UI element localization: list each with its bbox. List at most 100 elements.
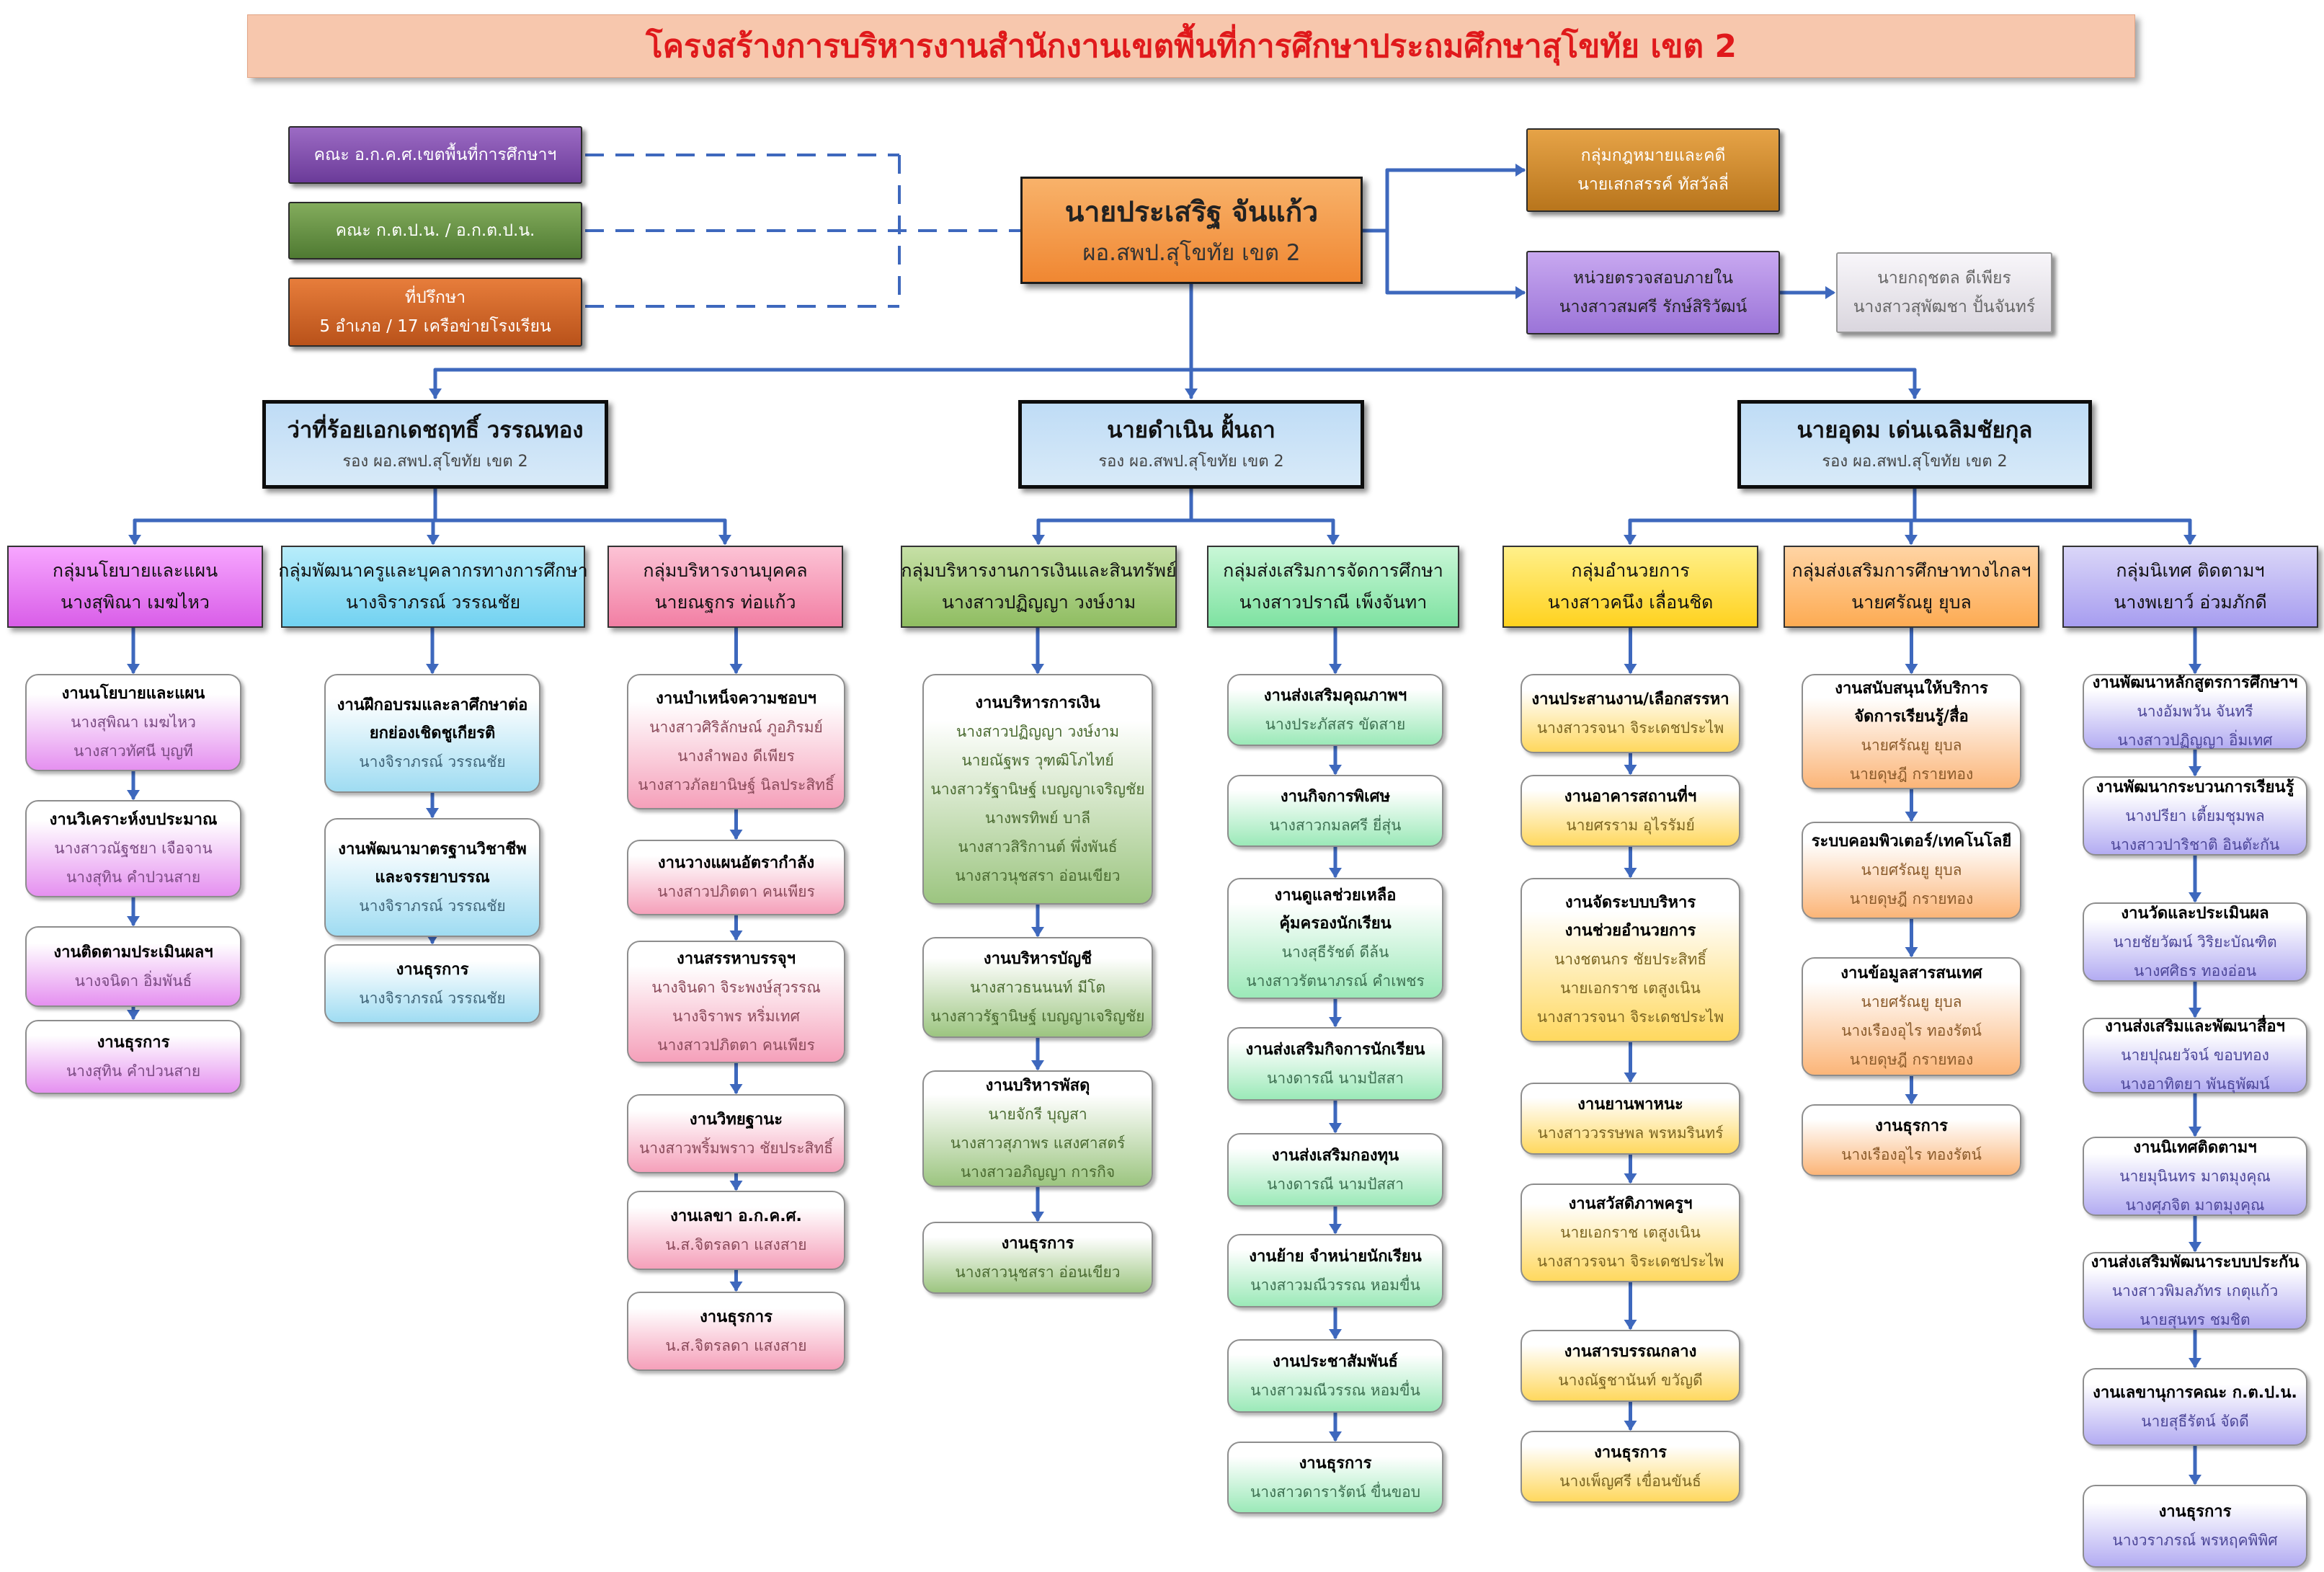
job-staff-name: นางปรียา เตี้ยมชุมพล [2125, 807, 2265, 825]
job-staff-name: นางจิราภรณ์ วรรณชัย [359, 897, 506, 915]
group-head: นายณฐกร ท่อแก้ว [654, 592, 796, 613]
job-title: งานธุรการ [700, 1307, 773, 1326]
advisor-box: ที่ปรึกษา 5 อำเภอ / 17 เครือข่ายโรงเรียน [288, 277, 582, 347]
job-staff-name: นางเพ็ญศรี เขื่อนขันธ์ [1559, 1472, 1701, 1490]
job-box: งานสรรหาบรรจุฯนางจินดา จิระพงษ์สุวรรณนาง… [627, 941, 845, 1063]
job-title: งานธุรการ [97, 1034, 170, 1052]
job-staff-name: นางศุภจิต มาตมุงคุณ [2125, 1196, 2265, 1214]
group-box-8: กลุ่มนิเทศ ติดตามฯนางพเยาว์ อ่วมภักดี [2062, 546, 2318, 628]
job-staff-name: นางพรทิพย์ บาลี [984, 809, 1091, 827]
arrow-head-54 [2189, 1008, 2201, 1018]
job-box: งานส่งเสริมคุณภาพฯนางประภัสสร ขัดสาย [1227, 674, 1443, 746]
job-box: งานพัฒนากระบวนการเรียนรู้นางปรียา เตี้ยม… [2083, 776, 2307, 856]
job-staff-name: นางอาทิตยา พันธุพัฒน์ [2120, 1075, 2270, 1093]
job-staff-name: น.ส.จิตรลดา แสงสาย [665, 1235, 807, 1253]
job-staff-name: นายปุณยวัจน์ ขอบทอง [2121, 1047, 2269, 1064]
job-box: งานติดตามประเมินผลฯนางจนิดา อิ่มพันธ์ [25, 926, 241, 1007]
job-staff-name: นางสาวภัลยานิษฐ์ นิลประสิทธิ์ [638, 776, 834, 794]
job-title: งานวิเคราะห์งบประมาณ [49, 811, 218, 829]
job-box: งานบริหารพัสดุนายจักรี บุญสานางสาวสุภาพร… [922, 1070, 1153, 1187]
job-title: งานส่งเสริมพัฒนาระบบประกัน [2091, 1253, 2299, 1271]
job-box: งานสารบรรณกลางนางณัฐชานันท์ ขวัญดี [1521, 1330, 1740, 1402]
job-title: งานอาคารสถานที่ฯ [1564, 787, 1697, 806]
group-head: นายศรัณยู ยุบล [1851, 592, 1972, 613]
job-title: งานส่งเสริมคุณภาพฯ [1263, 686, 1407, 705]
job-box: งานบริหารบัญชีนางสาวธนนนท์ มีโตนางสาวรัฐ… [922, 937, 1153, 1038]
deputy-name: ว่าที่ร้อยเอกเดชฤทธิ์ วรรณทอง [287, 417, 584, 443]
job-title: งานกิจการพิเศษ [1280, 787, 1391, 806]
job-box: ระบบคอมพิวเตอร์/เทคโนโลยีนายศรัณยู ยุบลน… [1802, 822, 2021, 919]
job-staff-name: นางสาวสุภาพร แสงศาสตร์ [950, 1134, 1126, 1152]
advisor-network-label: 5 อำเภอ / 17 เครือข่ายโรงเรียน [319, 317, 551, 336]
job-staff-name: นางจิราภรณ์ วรรณชัย [359, 989, 506, 1007]
deputy-box-2: นายดำเนิน ฝั้นถา รอง ผอ.สพป.สุโขทัย เขต … [1018, 400, 1364, 489]
supervision-committee-box: คณะ ก.ต.ป.น. / อ.ก.ต.ป.น. [288, 202, 582, 259]
job-box: งานธุรการนางสาวนุชสรา อ่อนเขียว [922, 1222, 1153, 1294]
job-title: งานพัฒนาหลักสูตรการศึกษาฯ [2092, 674, 2298, 692]
job-title: งานพัฒนามาตรฐานวิชาชีพ [338, 840, 527, 858]
job-title: คุ้มครองนักเรียน [1279, 915, 1392, 933]
job-title: งานช่วยอำนวยการ [1564, 922, 1696, 940]
job-staff-name: นางณัฐชานันท์ ขวัญดี [1558, 1371, 1703, 1389]
arrow-head-50 [1905, 1094, 1918, 1104]
job-title: งานบริหารการเงิน [975, 693, 1100, 712]
job-box: งานยานพาหนะนางสาววรรษพล พรหมรินทร์ [1521, 1083, 1740, 1155]
group-box-1: กลุ่มนโยบายและแผนนางสุพิณา เมฆไหว [7, 546, 263, 628]
group-name: กลุ่มนิเทศ ติดตามฯ [2116, 560, 2265, 581]
arrow-head-18 [127, 1010, 140, 1020]
arrow-head-31 [1031, 1212, 1044, 1222]
group-name: กลุ่มบริหารงานการเงินและสินทรัพย์ [901, 560, 1177, 581]
arrow-head-24 [729, 931, 743, 941]
job-staff-name: นางสาวพิมลภัทร เกตุแก้ว [2111, 1282, 2279, 1300]
arrow-head-46 [1624, 1421, 1637, 1431]
arrow-head-17 [127, 916, 140, 926]
arrow-head-23 [729, 830, 743, 840]
job-title: งานฝึกอบรมและลาศึกษาต่อ [337, 696, 528, 714]
job-title: งานประสานงาน/เลือกสรรหา [1531, 690, 1729, 709]
group-name: กลุ่มอำนวยการ [1571, 560, 1690, 581]
job-box: งานธุรการนางสุทิน คำปวนสาย [25, 1020, 241, 1094]
internal-audit-box: หน่วยตรวจสอบภายใน นางสาวสมศรี รักษ์สิริว… [1526, 251, 1780, 334]
job-box: งานส่งเสริมกองทุนนางดารณี นามปัสสา [1227, 1133, 1443, 1207]
job-box: งานเลขา อ.ก.ค.ศ. น.ส.จิตรลดา แสงสาย [627, 1191, 845, 1270]
job-staff-name: นางสาวรัตนาภรณ์ คำเพชร [1246, 972, 1425, 990]
job-staff-name: นางดารณี นามปัสสา [1266, 1175, 1404, 1193]
deputy-role: รอง ผอ.สพป.สุโขทัย เขต 2 [1098, 452, 1284, 471]
job-staff-name: นายดุษฎี กรายทอง [1849, 765, 1974, 783]
arrow-head-57 [2189, 1358, 2201, 1368]
job-title: งานประชาสัมพันธ์ [1273, 1352, 1398, 1371]
arrow-head-11 [1327, 535, 1340, 545]
arrow-head-52 [2189, 766, 2201, 776]
supervision-committee-label: คณะ ก.ต.ป.น. / อ.ก.ต.ป.น. [335, 221, 535, 240]
arrow-head-45 [1624, 1320, 1637, 1330]
job-title: งานสนับสนุนให้บริการ [1835, 680, 1988, 698]
job-box: งานธุรการนางจิราภรณ์ วรรณชัย [324, 944, 540, 1023]
job-box: งานสวัสดิภาพครูฯนายเอกราช เตสูงเนินนางสา… [1521, 1184, 1740, 1282]
director-name: นายประเสริฐ จันแก้ว [1064, 195, 1319, 228]
job-staff-name: นางสาวนุชสรา อ่อนเขียว [955, 866, 1121, 884]
arrow-head-28 [1031, 664, 1044, 674]
job-staff-name: นางสาวมณีวรรณ หอมขื่น [1250, 1381, 1420, 1399]
job-box: งานวัดและประเมินผลนายชัยวัฒน์ วิริยะบัณฑ… [2083, 902, 2307, 982]
deputy-name: นายดำเนิน ฝั้นถา [1107, 417, 1275, 443]
legal-group-head: นายเสกสรรค์ ทัสวัลลี่ [1577, 175, 1729, 194]
job-staff-name: นางสาวปภิตตา คนเพียร [657, 1036, 815, 1054]
job-title: งานนโยบายและแผน [61, 685, 205, 703]
deputy-role: รอง ผอ.สพป.สุโขทัย เขต 2 [342, 452, 528, 471]
job-box: งานฝึกอบรมและลาศึกษาต่อยกย่องเชิดชูเกียร… [324, 674, 540, 793]
job-staff-name: นายเอกราช เตสูงเนิน [1560, 980, 1701, 997]
job-box: งานประสานงาน/เลือกสรรหานางสาวรจนา จิระเด… [1521, 674, 1740, 753]
arrow-head-38 [1329, 1329, 1342, 1339]
job-staff-name: นางสาวนุชสรา อ่อนเขียว [955, 1263, 1121, 1281]
advisor-label: ที่ปรึกษา [404, 288, 466, 307]
arrow-head-37 [1329, 1224, 1342, 1234]
job-title: จัดการเรียนรู้/สื่อ [1854, 708, 1969, 726]
job-title: งานนิเทศติดตามฯ [2133, 1138, 2257, 1157]
arrow-head-40 [1624, 664, 1637, 674]
arrow-head-33 [1329, 765, 1342, 775]
arrow-head-16 [127, 790, 140, 800]
job-title: งานเลขา อ.ก.ค.ศ. [670, 1207, 802, 1225]
group-box-6: กลุ่มอำนวยการนางสาวคนึง เลื่อนชิด [1502, 546, 1758, 628]
job-staff-name: นางจนิดา อิ่มพันธ์ [74, 972, 192, 990]
arrow-head-32 [1329, 664, 1342, 674]
